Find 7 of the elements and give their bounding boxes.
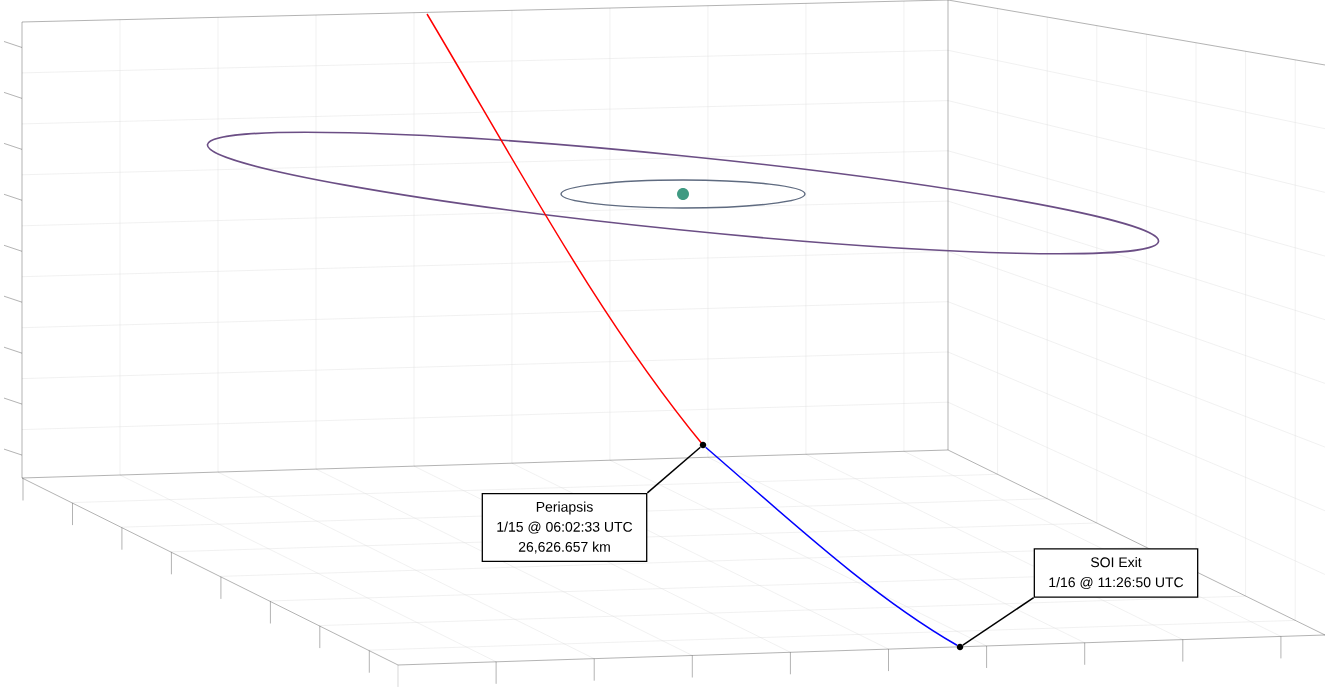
trajectory-curve: [704, 446, 958, 646]
callout-box: SOI Exit 1/16 @ 11:26:50 UTC: [1033, 548, 1199, 598]
point-marker: [699, 441, 707, 449]
leader-line: [646, 446, 702, 494]
callout-box: Periapsis 1/15 @ 06:02:33 UTC 26,626.657 km: [481, 492, 648, 563]
point-marker: [956, 643, 964, 651]
leader-line: [962, 596, 1035, 646]
